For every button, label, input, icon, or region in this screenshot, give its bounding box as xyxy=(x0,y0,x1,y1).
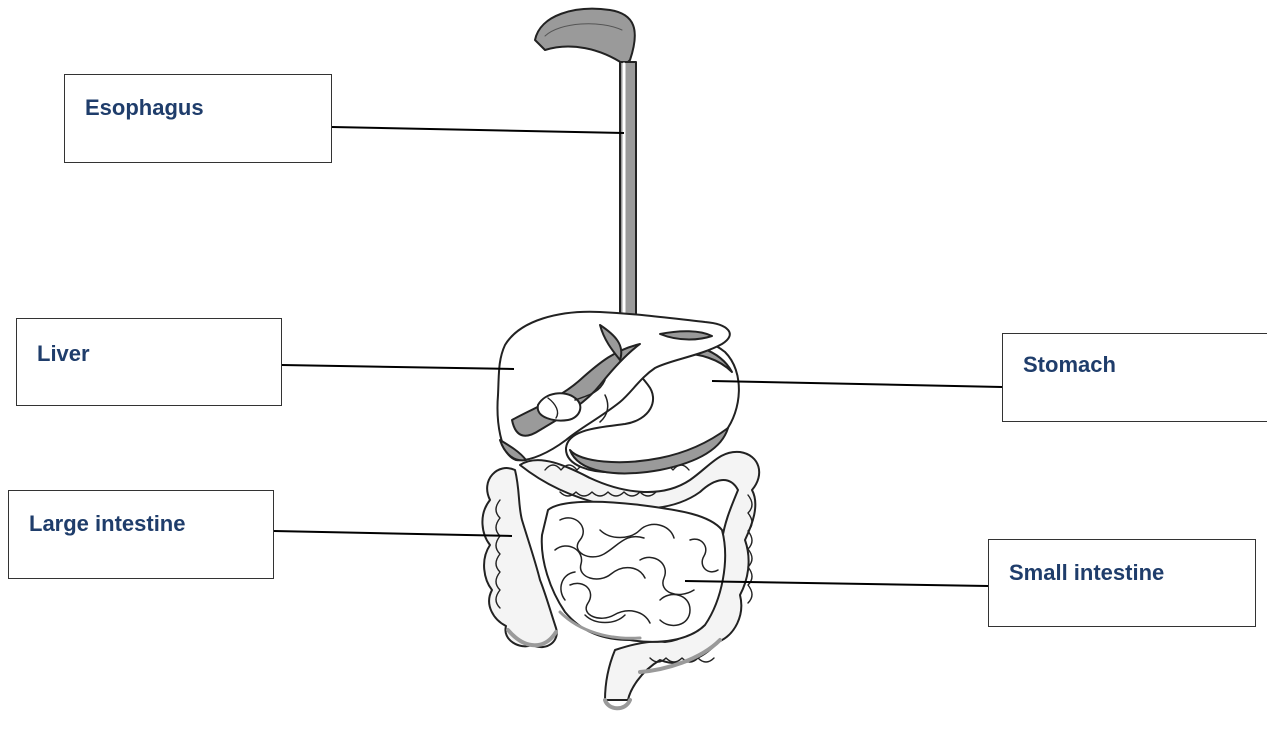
esophagus-tube xyxy=(620,62,636,330)
large-intestine-leader-line xyxy=(274,531,512,536)
small-intestine-label: Small intestine xyxy=(1009,560,1164,586)
small-intestine-label-box: Small intestine xyxy=(988,539,1256,627)
large-intestine-label: Large intestine xyxy=(29,511,185,537)
liver-leader-line xyxy=(282,365,514,369)
liver-label: Liver xyxy=(37,341,90,367)
liver-label-box: Liver xyxy=(16,318,282,406)
esophagus-label-box: Esophagus xyxy=(64,74,332,163)
stomach-label: Stomach xyxy=(1023,352,1116,378)
large-intestine-label-box: Large intestine xyxy=(8,490,274,579)
pharynx-shape xyxy=(535,9,635,65)
stomach-label-box: Stomach xyxy=(1002,333,1267,422)
gallbladder-shape xyxy=(538,393,581,420)
stomach-leader-line xyxy=(712,381,1002,387)
esophagus-label: Esophagus xyxy=(85,95,204,121)
esophagus-leader-line xyxy=(332,127,624,133)
